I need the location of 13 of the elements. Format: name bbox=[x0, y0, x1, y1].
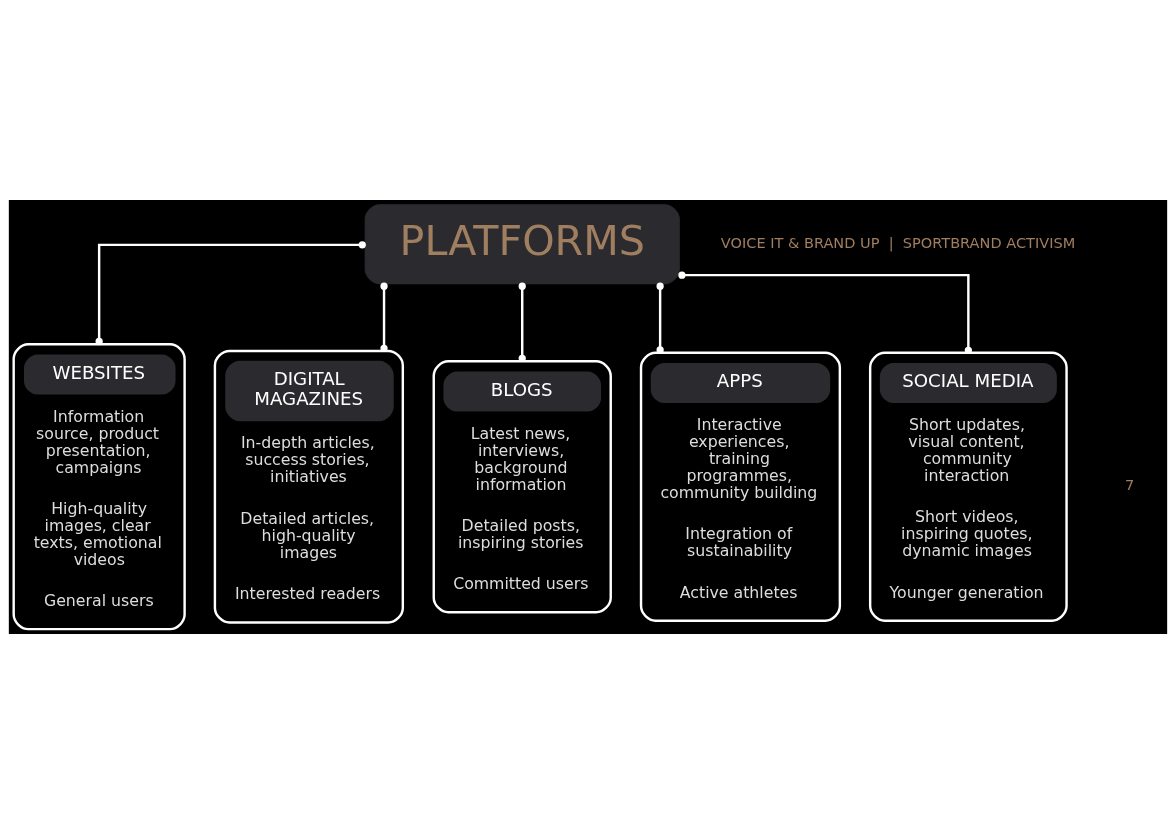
node-box: SOCIAL MEDIA Short updates, visual content, community interaction Short videos, inspiring quotes, dynamic images Younger generation bbox=[868, 351, 1068, 622]
node-box: DIGITAL MAGAZINES In-depth articles, success stories, initiatives Detailed articles, high-quality images Interested readers bbox=[213, 349, 405, 624]
label: 7 bbox=[1124, 476, 1135, 493]
connector bbox=[380, 282, 388, 352]
connector bbox=[95, 240, 366, 345]
connector bbox=[656, 282, 664, 353]
node-box: APPS Interactive experiences, training programmes, community building Integration of sustainability Active athletes bbox=[639, 351, 842, 622]
node-box: PLATFORMS bbox=[364, 203, 680, 284]
connector bbox=[678, 271, 972, 354]
node-box: BLOGS Latest news, interviews, background information Detailed posts, inspiring stories Committed users bbox=[432, 359, 612, 613]
label: VOICE IT & BRAND UP | SPORTBRAND ACTIVISM bbox=[720, 234, 1076, 251]
node-box: WEBSITES Information source, product presentation, campaigns High-quality images, clear texts, emotional videos General users bbox=[12, 342, 186, 630]
connector bbox=[518, 282, 526, 362]
